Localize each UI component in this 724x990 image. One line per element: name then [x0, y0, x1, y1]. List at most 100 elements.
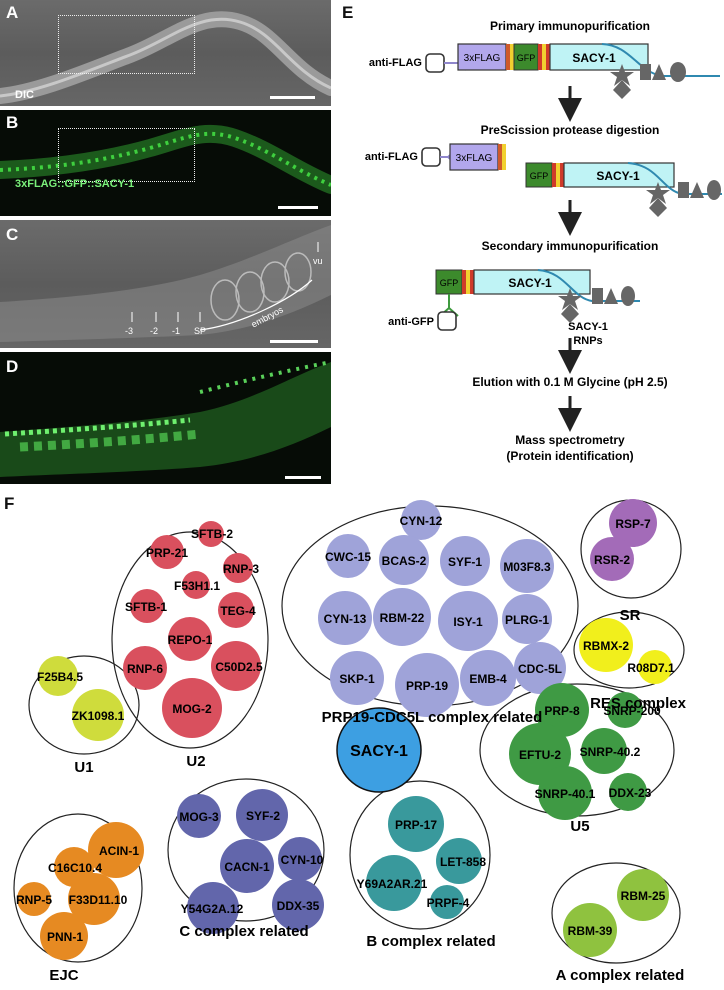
- complex-outline-a: [551, 862, 681, 964]
- protein-node: MOG-3: [179, 810, 219, 824]
- complex-title-a: A complex related: [556, 967, 685, 984]
- step-protease-title: PreScission protease digestion: [481, 123, 660, 137]
- panel-label-b: B: [6, 113, 19, 132]
- panel-label-d: D: [6, 357, 19, 376]
- complex-prp19: CYN-12 CWC-15 BCAS-2 SYF-1 M03F8.3 CYN-1…: [318, 500, 566, 717]
- protein-sacy1: SACY-1: [572, 51, 616, 65]
- complex-sr: RSP-7 RSR-2: [590, 499, 657, 581]
- bead-icon: [425, 53, 445, 73]
- complex-u1: F25B4.5 ZK1098.1: [37, 656, 125, 741]
- complex-ejc: ACIN-1 C16C10.4 RNP-5 F33D11.10 PNN-1: [16, 822, 144, 960]
- protein-node: REPO-1: [168, 633, 213, 647]
- protein-node: SYF-1: [448, 555, 482, 569]
- protein-node: PRP-19: [406, 679, 448, 693]
- protein-sacy1: SACY-1: [596, 169, 640, 183]
- protein-node: RSR-2: [594, 553, 630, 567]
- complex-title-res: RES complex: [590, 695, 687, 712]
- protein-node: SFTB-2: [191, 527, 233, 541]
- protein-node: PNN-1: [47, 930, 83, 944]
- protein-node: F33D11.10: [69, 893, 128, 907]
- protein-node: LET-858: [440, 855, 486, 869]
- protein-node: C16C10.4: [48, 861, 102, 875]
- protein-node: CACN-1: [224, 860, 270, 874]
- dic-caption: DIC: [15, 89, 34, 101]
- protein-node: RSP-7: [615, 517, 651, 531]
- anti-flag-label: anti-FLAG: [369, 57, 422, 69]
- protein-node: RNP-5: [16, 893, 52, 907]
- panel-d-image: [0, 352, 331, 484]
- protein-node: RBM-22: [380, 611, 425, 625]
- complex-outline-u1: [28, 655, 140, 755]
- tag-gfp: GFP: [530, 171, 549, 181]
- tick-minus-2: -2: [150, 326, 159, 336]
- protein-node: CYN-12: [400, 514, 443, 528]
- step-primary-title: Primary immunopurification: [490, 19, 650, 33]
- complex-outline-res: [573, 611, 685, 689]
- complex-bubble-map: CYN-12 CWC-15 BCAS-2 SYF-1 M03F8.3 CYN-1…: [13, 499, 687, 984]
- protein-node: RBM-25: [621, 889, 666, 903]
- protein-node: PRP-8: [544, 704, 580, 718]
- sacy1-center-label: SACY-1: [350, 743, 408, 760]
- protein-node: RBMX-2: [583, 639, 629, 653]
- protein-node: RBM-39: [568, 924, 613, 938]
- protein-node: R08D7.1: [627, 661, 675, 675]
- panel-label-c: C: [6, 225, 19, 244]
- protein-node: ISY-1: [453, 615, 483, 629]
- protein-node: ACIN-1: [99, 844, 139, 858]
- step-ms-subtitle: (Protein identification): [506, 449, 633, 463]
- worm-dic-zoom-drawing: [0, 225, 331, 342]
- protein-node: RNP-3: [223, 562, 259, 576]
- protein-node: PRP-17: [395, 818, 437, 832]
- complex-title-u2: U2: [186, 753, 205, 770]
- protein-node: PRP-21: [146, 546, 188, 560]
- panel-label-f: F: [4, 494, 15, 513]
- protein-node: SNRP-200: [603, 704, 661, 718]
- protein-node: RNP-6: [127, 662, 163, 676]
- complex-b: PRP-17 LET-858 Y69A2AR.21 PRPF-4: [357, 796, 486, 919]
- complex-title-u5: U5: [570, 818, 589, 835]
- complex-outline-c: [167, 778, 325, 922]
- panel-label-a: A: [6, 3, 19, 22]
- panel-label-e: E: [342, 3, 354, 22]
- scale-bar: [270, 340, 318, 343]
- protein-node: BCAS-2: [382, 554, 427, 568]
- protein-node: DDX-35: [277, 899, 320, 913]
- protein-node: ZK1098.1: [72, 709, 125, 723]
- protein-node: SYF-2: [246, 809, 280, 823]
- protein-node: SKP-1: [339, 672, 375, 686]
- anti-gfp-label: anti-GFP: [388, 316, 434, 328]
- protein-node: C50D2.5: [215, 660, 263, 674]
- complex-outline-ejc: [13, 813, 143, 963]
- protein-node: SNRP-40.2: [580, 745, 641, 759]
- complex-u5: PRP-8 SNRP-200 EFTU-2 SNRP-40.2 SNRP-40.…: [509, 683, 661, 820]
- complex-title-b: B complex related: [366, 933, 495, 950]
- tick-minus-1: -1: [172, 326, 181, 336]
- complex-title-prp19: PRP19-CDC5L complex related: [322, 709, 543, 726]
- complex-title-ejc: EJC: [49, 967, 78, 984]
- purification-workflow: Primary immunopurification anti-FLAG 3xF…: [365, 19, 722, 463]
- protein-node: TEG-4: [220, 604, 256, 618]
- protein-node: Y69A2AR.21: [357, 877, 428, 891]
- protein-node: F25B4.5: [37, 670, 83, 684]
- protein-node: EMB-4: [469, 672, 507, 686]
- complex-u2: SFTB-2 PRP-21 RNP-3 F53H1.1 SFTB-1 TEG-4…: [123, 521, 263, 738]
- step-secondary-title: Secondary immunopurification: [482, 239, 659, 253]
- protein-node: DDX-23: [609, 786, 652, 800]
- worm-dic-drawing: [0, 11, 331, 104]
- complex-title-u1: U1: [74, 759, 93, 776]
- protein-node: M03F8.3: [503, 560, 551, 574]
- complex-res: RBMX-2 R08D7.1: [579, 618, 675, 684]
- protein-sacy1: SACY-1: [508, 276, 552, 290]
- protein-node: CDC-5L: [518, 662, 562, 676]
- protein-node: F53H1.1: [174, 579, 220, 593]
- scale-bar: [285, 476, 321, 479]
- tag-3xflag: 3xFLAG: [464, 53, 501, 64]
- protein-node: PRPF-4: [427, 896, 470, 910]
- rnp-label-line1: SACY-1: [568, 321, 608, 333]
- anti-flag-label: anti-FLAG: [365, 151, 418, 163]
- tick-minus-3: -3: [125, 326, 134, 336]
- rnp-label-line2: RNPs: [573, 335, 602, 347]
- worm-gfp-zoom-drawing: [0, 360, 331, 477]
- tag-gfp: GFP: [517, 53, 536, 63]
- protein-node: CWC-15: [325, 550, 371, 564]
